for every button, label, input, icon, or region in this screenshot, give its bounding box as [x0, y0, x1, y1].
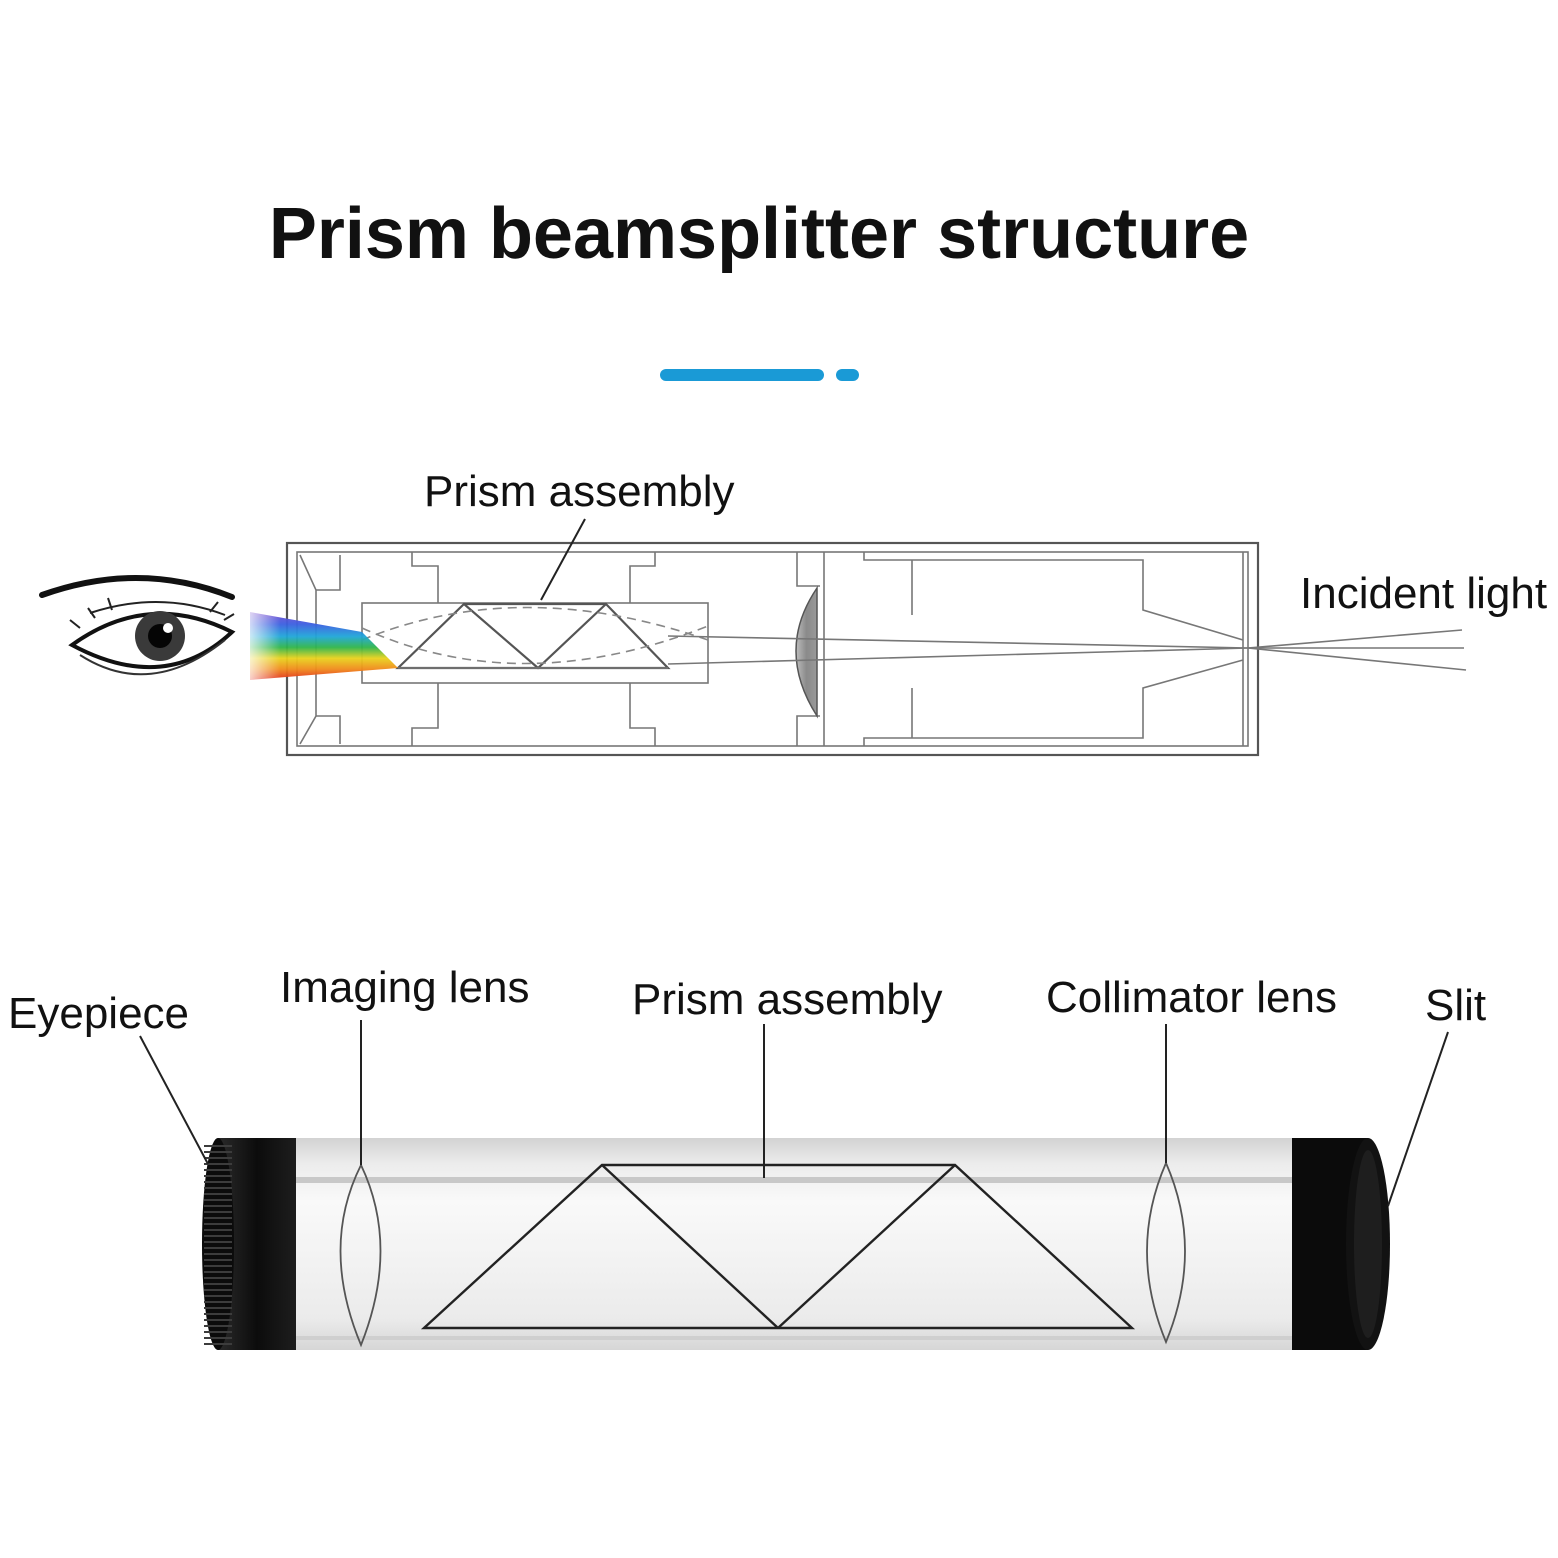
page-title: Prism beamsplitter structure — [269, 194, 1249, 274]
label-prism-assembly-top: Prism assembly — [424, 467, 735, 516]
label-imaging-lens: Imaging lens — [280, 963, 529, 1012]
spectrum-rainbow — [240, 605, 398, 690]
label-incident-light: Incident light — [1300, 569, 1547, 618]
collimator-lens-top — [795, 585, 818, 719]
label-slit: Slit — [1425, 981, 1486, 1030]
label-eyepiece: Eyepiece — [8, 989, 189, 1038]
leader-slit — [1387, 1031, 1449, 1207]
prism-assembly — [420, 1163, 1136, 1330]
collimator-lens — [1146, 1160, 1186, 1345]
label-prism-assembly: Prism assembly — [632, 975, 943, 1024]
slit-cap — [1292, 1138, 1390, 1350]
prism-assembly-top — [361, 602, 709, 684]
leader-eyepiece — [139, 1035, 209, 1165]
spectroscope-tube — [262, 1138, 1342, 1350]
label-collimator-lens: Collimator lens — [1046, 973, 1337, 1022]
eye-icon — [39, 575, 236, 676]
leader-prism-assembly-top — [540, 518, 586, 601]
top-schematic — [285, 541, 1467, 757]
imaging-lens — [339, 1162, 382, 1348]
eyepiece-cap — [202, 1138, 296, 1350]
